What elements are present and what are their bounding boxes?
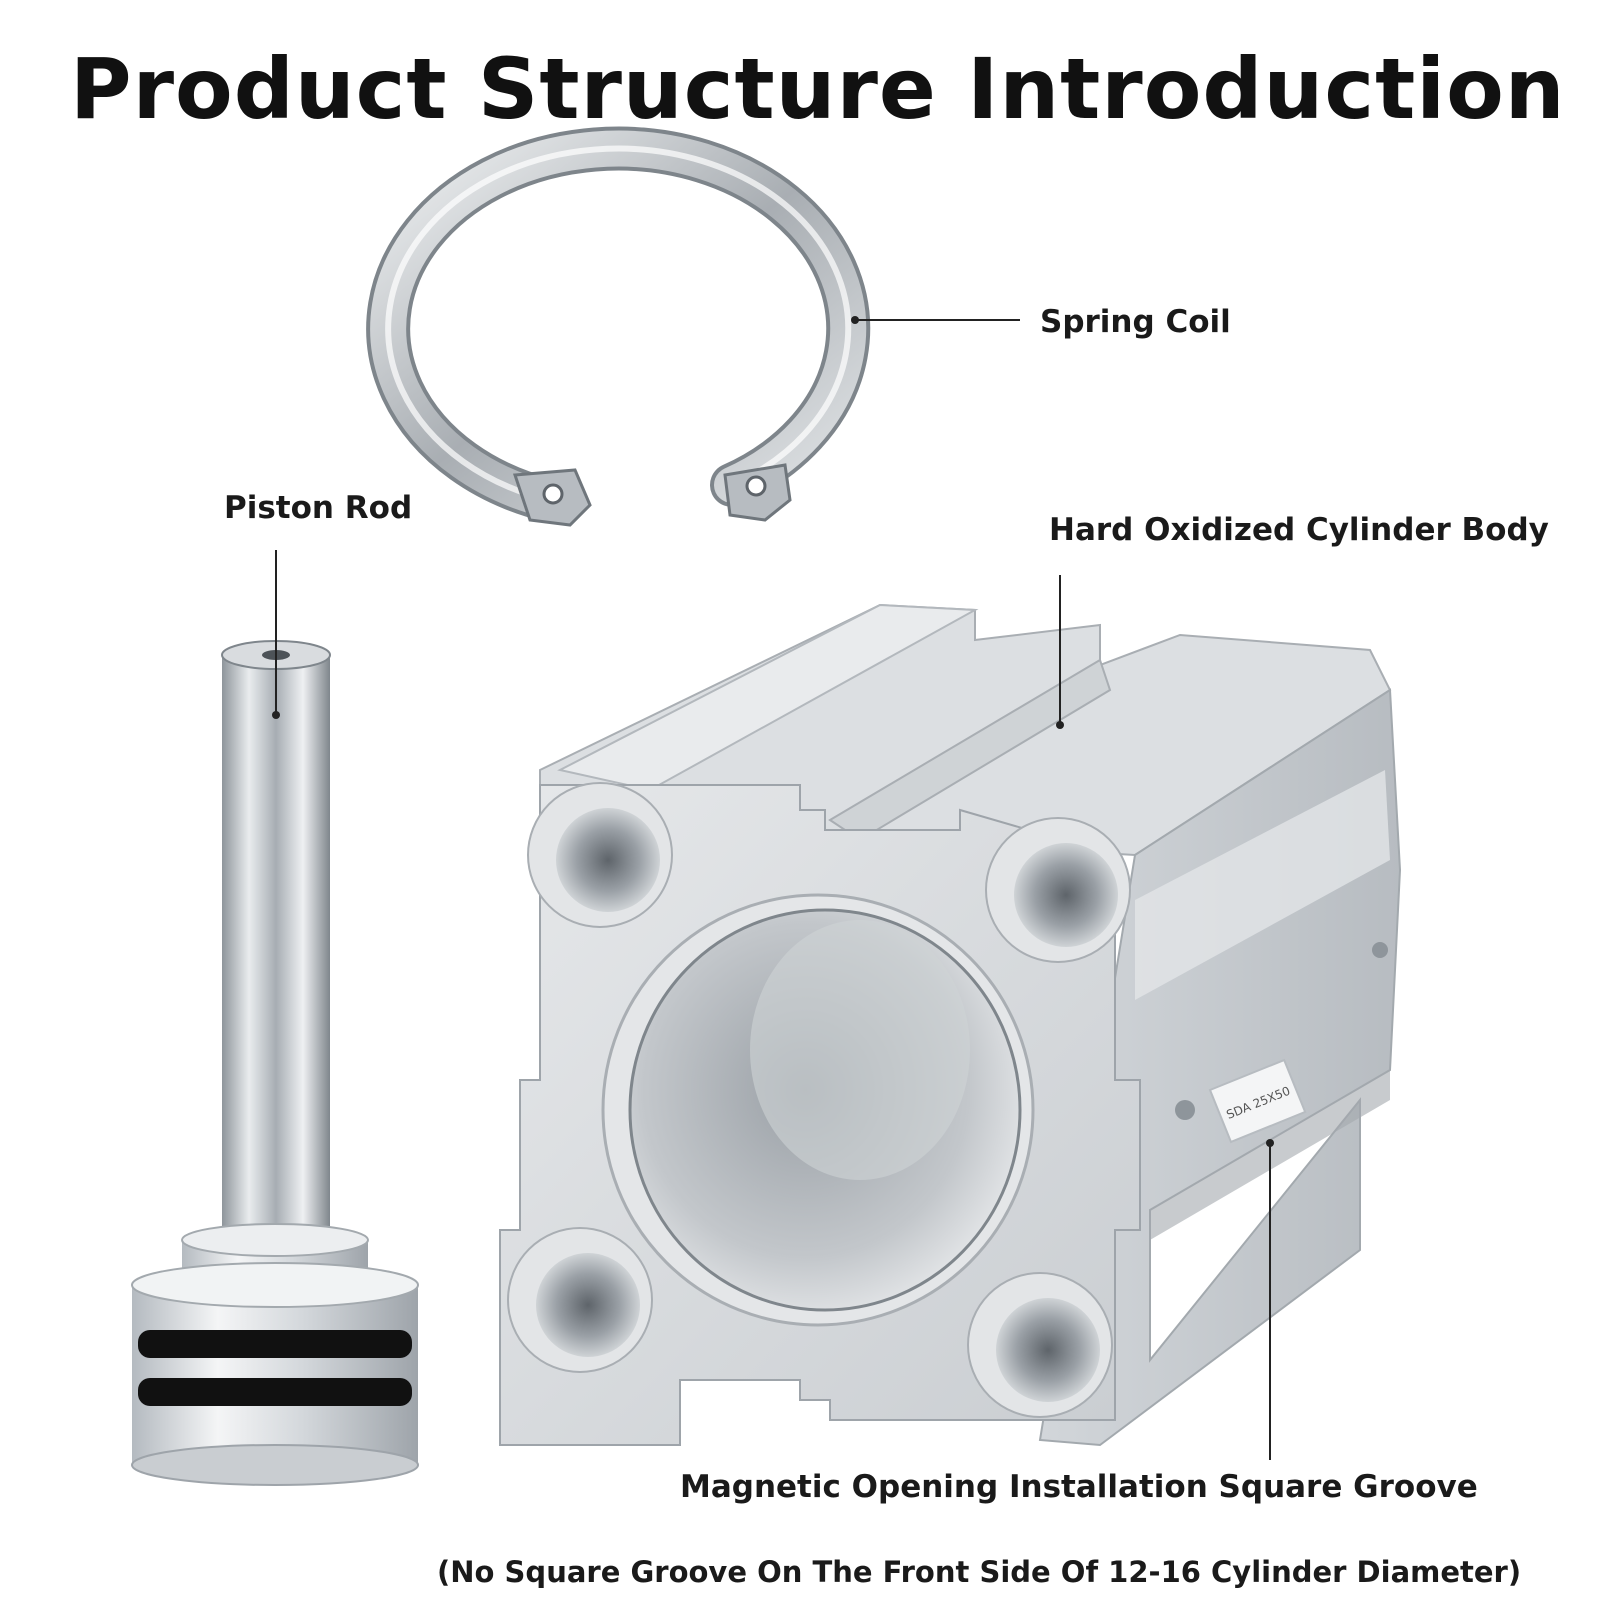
mounting-hole (527, 782, 673, 928)
square-groove-leader (1266, 1139, 1274, 1460)
mounting-hole (985, 817, 1131, 963)
mounting-hole (967, 1272, 1113, 1418)
spring-coil-leader (851, 316, 1020, 324)
spring-coil-label: Spring Coil (1040, 304, 1231, 340)
spring-coil-ring (366, 126, 871, 527)
page-title: Product Structure Introduction (70, 40, 1566, 138)
mounting-hole (507, 1227, 653, 1373)
cylinder-body-label: Hard Oxidized Cylinder Body (1049, 512, 1549, 548)
footnote: (No Square Groove On The Front Side Of 1… (437, 1555, 1522, 1589)
piston-rod-part (131, 640, 419, 1486)
cylinder-body-leader (1056, 575, 1064, 729)
piston-rod-leader (272, 550, 280, 719)
cylinder-body-part: SDA 25X50 (499, 603, 1402, 1447)
square-groove-label: Magnetic Opening Installation Square Gro… (680, 1469, 1478, 1505)
piston-rod-label: Piston Rod (224, 490, 413, 526)
